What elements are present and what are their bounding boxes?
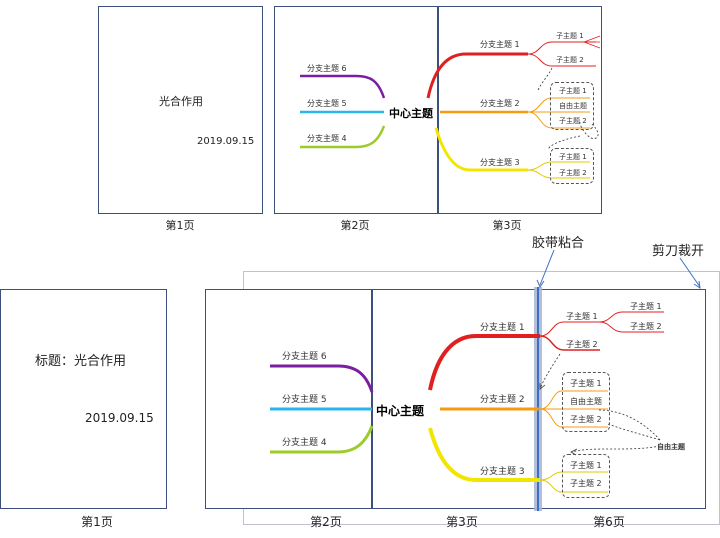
top-caption-page3: 第3页 [492,219,522,232]
top-b2-sub1: 子主题 1 [559,87,587,95]
bottom-page-divider [371,290,373,508]
top-branch-4: 分支主题 4 [307,134,347,143]
cut-annotation: 剪刀裁开 [652,244,705,259]
top-b2-group [550,82,594,130]
glue-strip-line [537,287,539,511]
top-page-divider [437,7,439,213]
bottom-branch-3: 分支主题 3 [480,467,525,477]
top-b2-free: 自由主题 [559,102,587,110]
top-branch-5: 分支主题 5 [307,99,347,108]
top-branch-3: 分支主题 3 [480,158,520,167]
top-b1-sub1: 子主题 1 [556,32,584,40]
bottom-caption-page1: 第1页 [81,515,113,529]
top-branch-6: 分支主题 6 [307,64,347,73]
bottom-b3-sub2: 子主题 2 [570,479,602,488]
top-caption-page1: 第1页 [165,219,195,232]
top-b3-sub1: 子主题 1 [559,153,587,161]
bottom-b1-sub1-sub1: 子主题 1 [630,302,662,311]
bottom-b2-free: 自由主题 [570,397,602,406]
bottom-date: 2019.09.15 [85,411,154,425]
bottom-title: 标题：光合作用 [35,354,127,369]
bottom-b2-sub2: 子主题 2 [570,415,602,424]
top-b3-group [550,148,594,184]
top-center-topic: 中心主题 [389,107,433,120]
bottom-center-topic: 中心主题 [376,404,425,418]
top-page-1: 光合作用 2019.09.15 [98,6,263,214]
bottom-branch-5: 分支主题 5 [282,395,327,405]
bottom-b2-group [562,372,610,432]
bottom-free-topic-bold: 自由主题 [657,443,685,451]
top-caption-page2: 第2页 [340,219,370,232]
top-branch-2: 分支主题 2 [480,99,520,108]
bottom-page-1: 标题：光合作用 2019.09.15 [0,289,167,509]
bottom-caption-page2: 第2页 [310,515,342,529]
bottom-caption-page6: 第6页 [593,515,625,529]
bottom-b1-sub1-sub2: 子主题 2 [630,322,662,331]
bottom-branch-6: 分支主题 6 [282,352,327,362]
bottom-b3-group [562,454,610,498]
top-b1-sub2: 子主题 2 [556,56,584,64]
top-title: 光合作用 [159,95,203,108]
bottom-branch-1: 分支主题 1 [480,323,525,333]
top-date: 2019.09.15 [197,136,255,147]
top-page-2-3 [274,6,602,214]
top-b3-sub2: 子主题 2 [559,169,587,177]
bottom-b3-sub1: 子主题 1 [570,461,602,470]
top-b2-sub2: 子主题 2 [559,117,587,125]
bottom-b2-sub1: 子主题 1 [570,379,602,388]
bottom-caption-page3: 第3页 [446,515,478,529]
glue-annotation: 胶带粘合 [532,236,585,251]
bottom-b1-sub2: 子主题 2 [566,340,598,349]
bottom-branch-2: 分支主题 2 [480,395,525,405]
bottom-b1-sub1: 子主题 1 [566,312,598,321]
bottom-branch-4: 分支主题 4 [282,438,327,448]
top-branch-1: 分支主题 1 [480,40,520,49]
